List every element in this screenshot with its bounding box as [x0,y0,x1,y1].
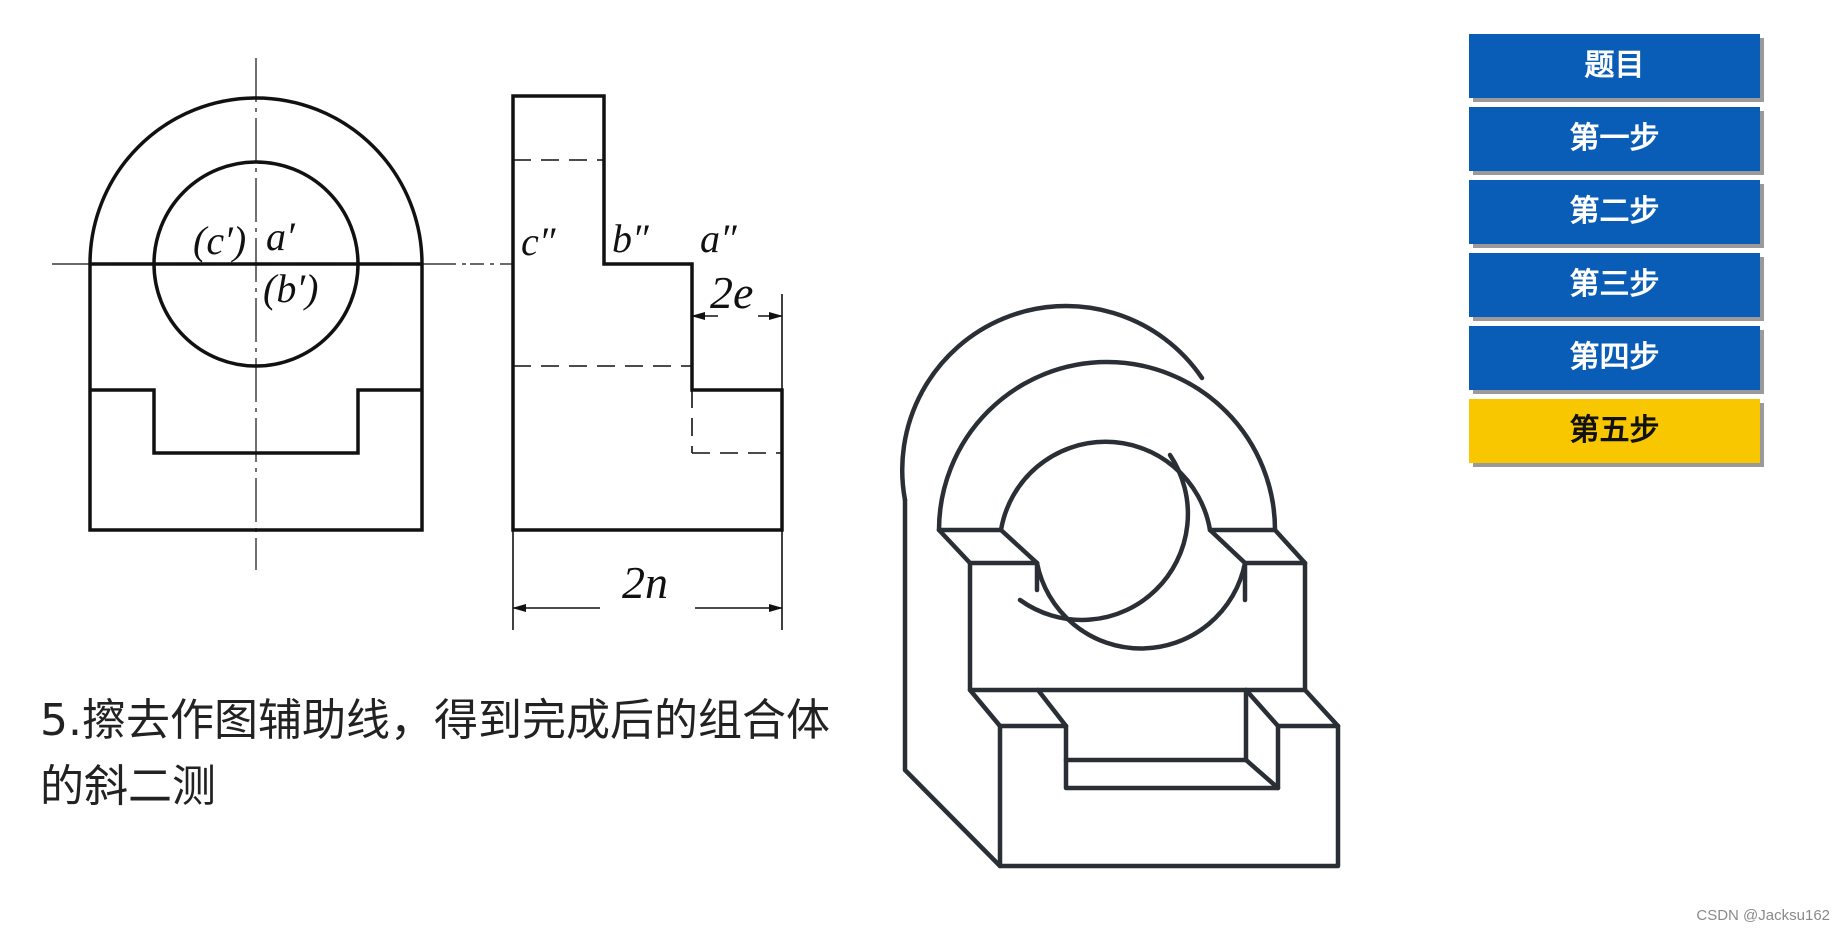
oblique-outer-front-arc [936,359,1278,533]
oblique-left-side [902,497,1003,869]
dimension-2e [691,294,783,390]
step-caption: 5.擦去作图辅助线，得到完成后的组合体 的斜二测 [40,688,890,820]
nav-button-title[interactable]: 题目 [1469,34,1760,98]
label-dim-2e: 2e [710,267,753,318]
side-hidden-lines [513,159,782,454]
label-b-double-prime: b″ [612,216,650,261]
nav-button-step-4[interactable]: 第四步 [1469,326,1760,390]
dimension-2n [512,530,783,630]
oblique-outer-back-arc [899,303,1205,503]
caption-line-1: 5.擦去作图辅助线，得到完成后的组合体 [40,695,830,746]
caption-line-2: 的斜二测 [40,761,216,812]
oblique-view [899,303,1341,869]
nav-button-step-1[interactable]: 第一步 [1469,107,1760,171]
nav-button-step-2[interactable]: 第二步 [1469,180,1760,244]
watermark: CSDN @Jacksu162 [1696,907,1830,924]
oblique-slot [1063,723,1281,791]
label-c-double-prime: c″ [521,219,557,264]
nav-button-step-5[interactable]: 第五步 [1469,399,1760,463]
label-a-prime: a′ [266,214,296,259]
label-a-double-prime: a″ [700,216,738,261]
oblique-hole-front [998,439,1213,533]
front-center-lines [52,58,470,570]
oblique-hole-bottom [1034,560,1248,651]
oblique-lower-front [997,723,1341,869]
step-navigation: 题目 第一步 第二步 第三步 第四步 第五步 [1469,34,1760,472]
label-c-prime: (c′) [193,218,246,263]
label-b-prime: (b′) [263,266,318,311]
oblique-hole-back [1017,452,1191,623]
front-outline [88,96,424,532]
nav-button-step-3[interactable]: 第三步 [1469,253,1760,317]
oblique-upper-front [967,560,1308,693]
label-dim-2n: 2n [622,557,668,608]
